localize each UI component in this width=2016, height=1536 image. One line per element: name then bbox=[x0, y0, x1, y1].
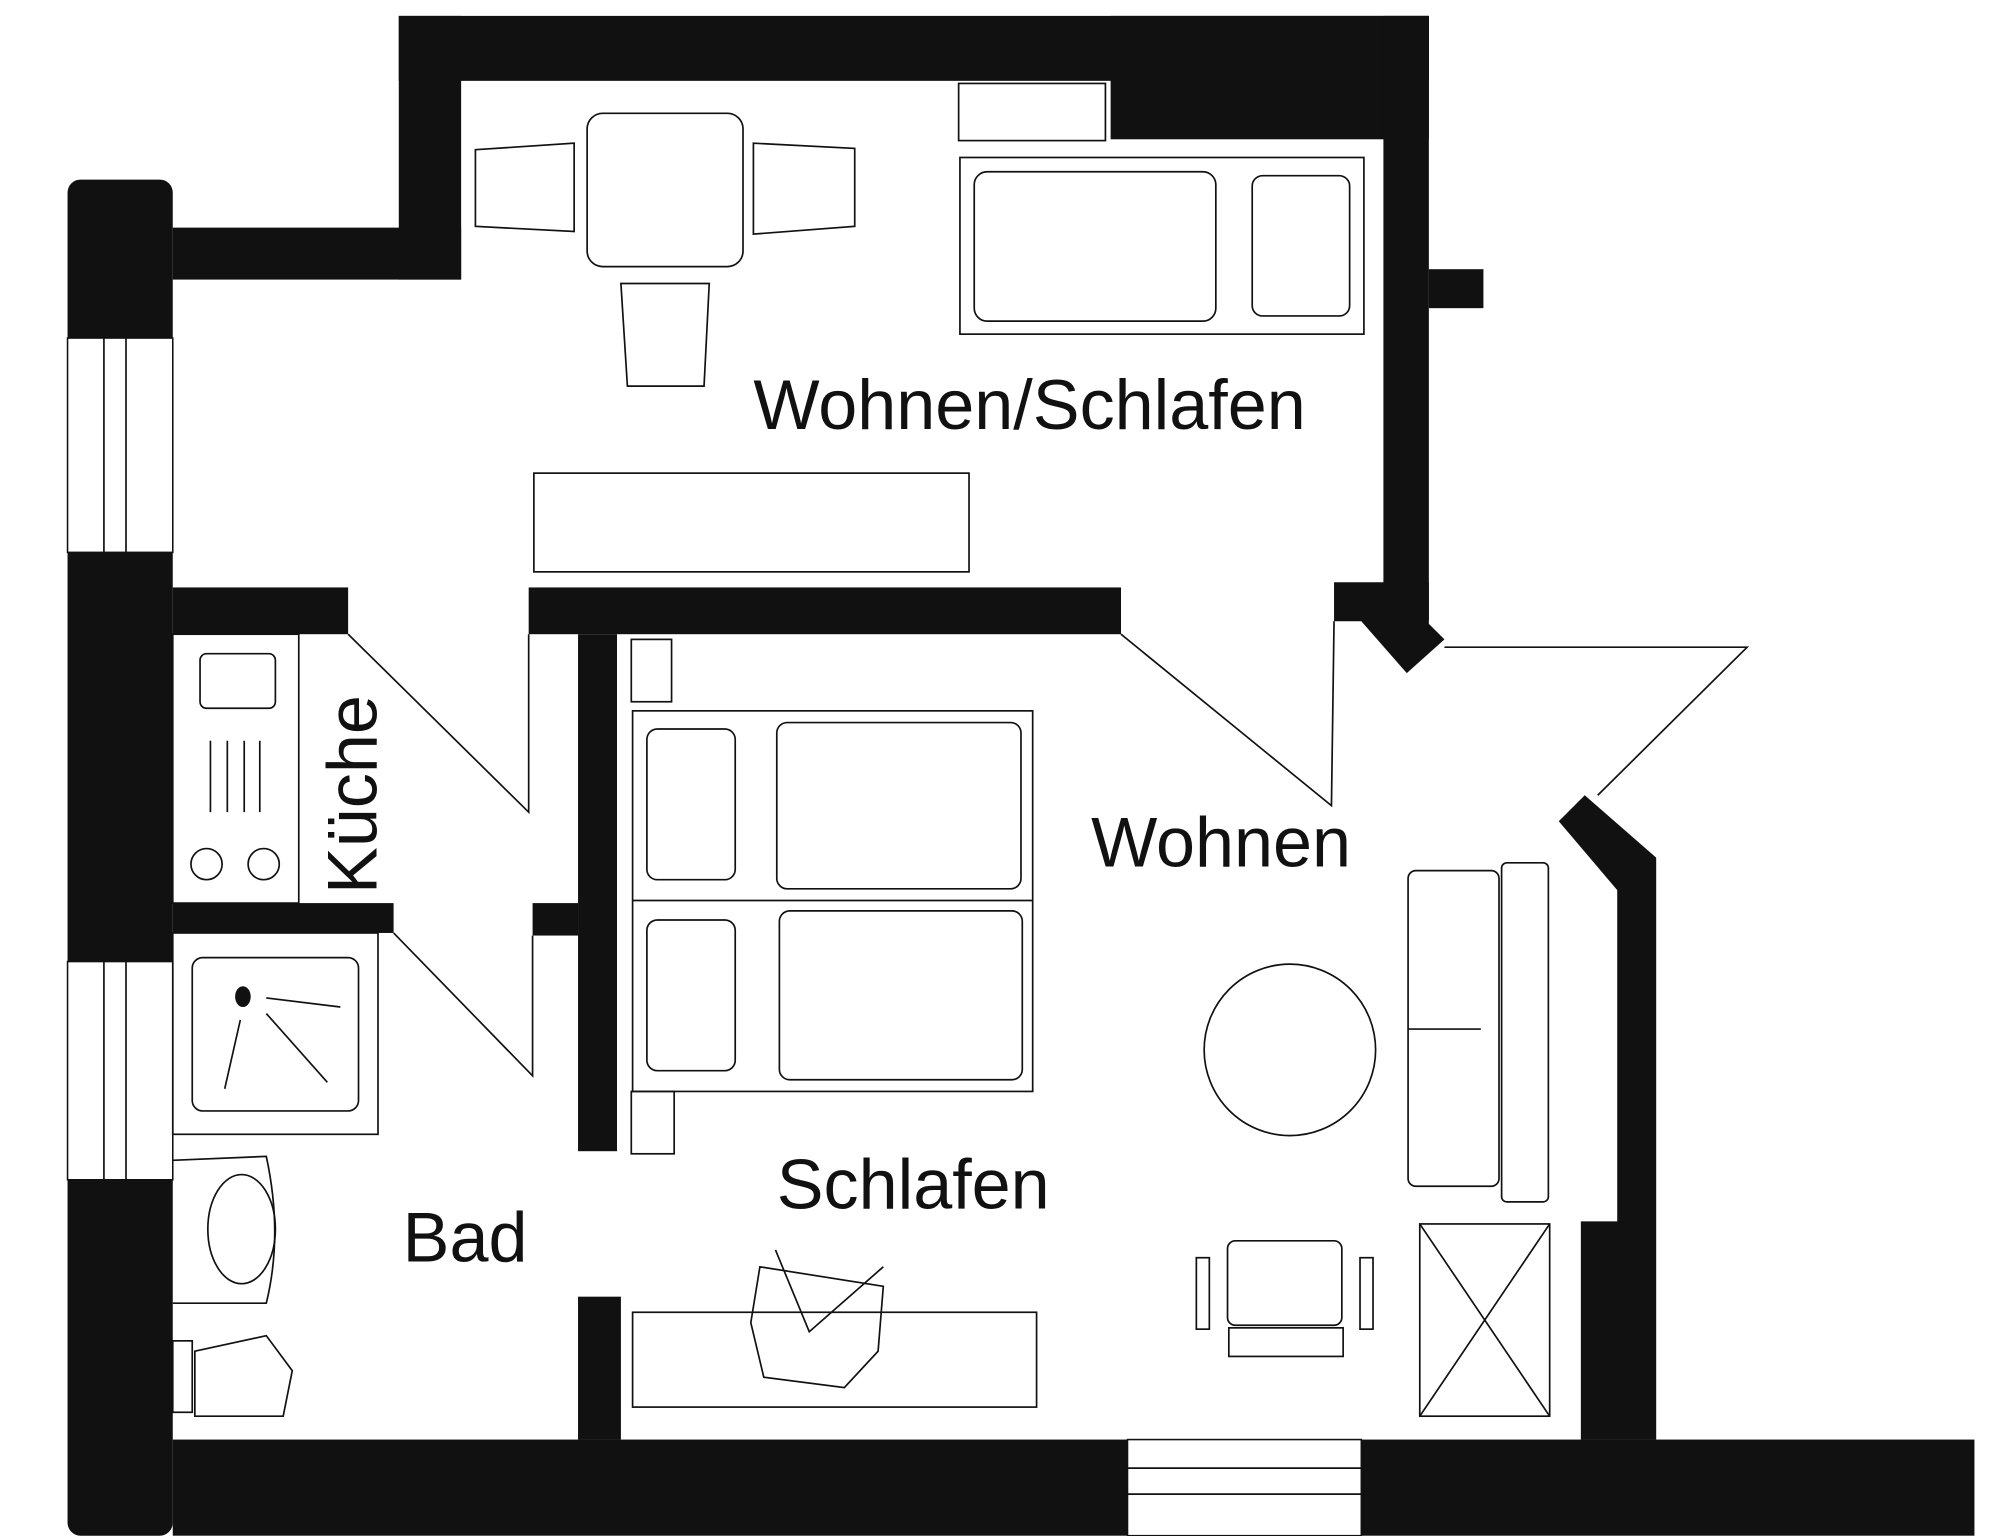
desk-chair bbox=[749, 1265, 885, 1389]
nightstand bbox=[630, 638, 673, 703]
furniture bbox=[171, 82, 1551, 1418]
room-label-schlafen: Schlafen bbox=[777, 1145, 1050, 1223]
window-west-upper bbox=[66, 337, 174, 554]
dining-table bbox=[586, 112, 744, 268]
room-label-bad: Bad bbox=[403, 1199, 528, 1277]
toilet-tank bbox=[171, 1340, 194, 1414]
room-labels: Wohnen/Schlafen Wohnen Schlafen Bad Küch… bbox=[314, 366, 1351, 1277]
chair bbox=[752, 142, 856, 236]
window-south bbox=[1126, 1438, 1363, 1536]
wardrobe bbox=[1418, 1223, 1551, 1418]
door-entrance bbox=[1444, 646, 1750, 796]
toilet bbox=[194, 1334, 294, 1418]
doors bbox=[347, 621, 1750, 1078]
kitchen-counter bbox=[171, 633, 300, 904]
chair bbox=[620, 282, 711, 387]
bed bbox=[959, 156, 1365, 335]
chair bbox=[474, 142, 575, 233]
door-living bbox=[1120, 621, 1335, 808]
desk bbox=[631, 1311, 1038, 1408]
room-label-kueche: Küche bbox=[314, 695, 392, 894]
door-bath bbox=[392, 932, 534, 1078]
nightstand bbox=[957, 82, 1107, 142]
round-table bbox=[1203, 963, 1377, 1137]
door-kitchen bbox=[347, 633, 530, 815]
armchair bbox=[1226, 1239, 1343, 1327]
room-label-wohnen: Wohnen bbox=[1091, 804, 1351, 882]
sideboard bbox=[533, 472, 970, 573]
window-west-lower bbox=[66, 960, 174, 1181]
nightstand bbox=[630, 1090, 676, 1155]
shower bbox=[171, 932, 379, 1136]
room-label-wohnen-schlafen: Wohnen/Schlafen bbox=[753, 366, 1305, 444]
washbasin bbox=[172, 1155, 276, 1305]
windows bbox=[66, 337, 1363, 1536]
